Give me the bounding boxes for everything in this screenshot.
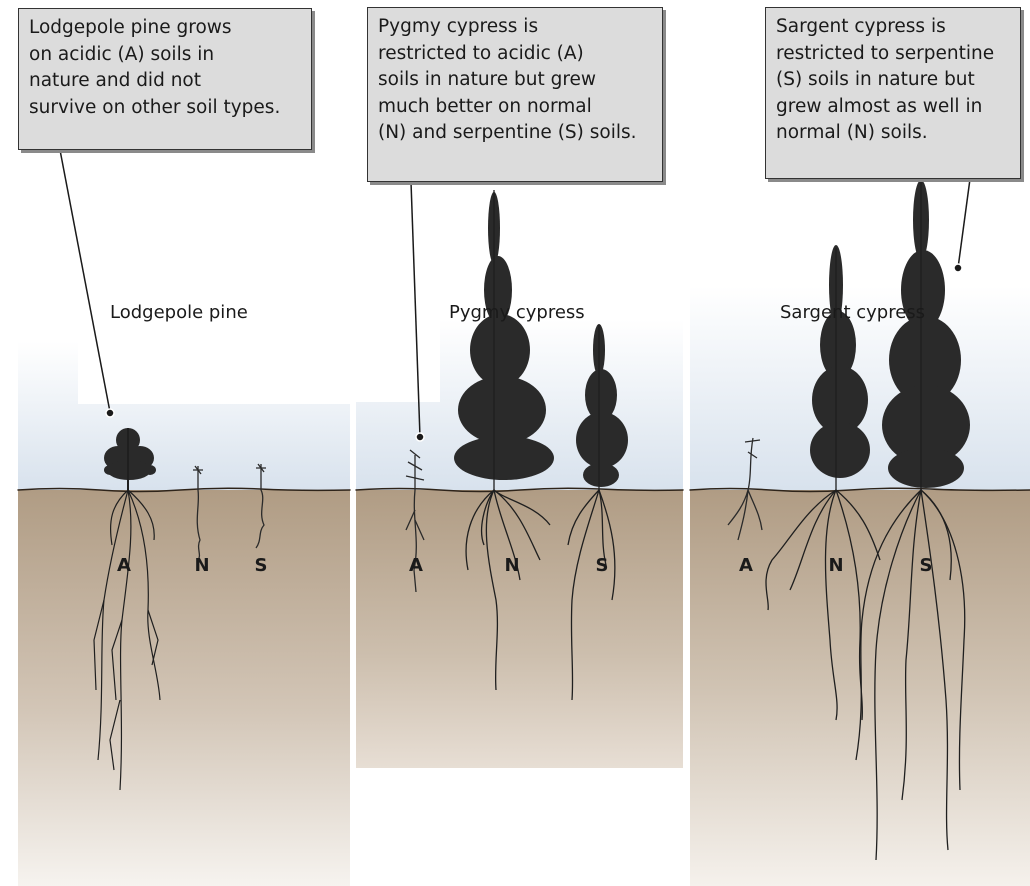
soil-label-serpentine: S [255, 555, 268, 576]
soil-label-normal: N [504, 555, 519, 576]
soil-label-normal: N [828, 555, 843, 576]
species-label-pygmy: Pygmy cypress [449, 302, 585, 323]
lodgepole-n-seedling [193, 466, 203, 560]
soil-label-serpentine: S [920, 555, 933, 576]
pygmy-callout: Pygmy cypress is restricted to acidic (A… [367, 7, 663, 182]
soil-surface-line [690, 488, 1030, 491]
sargent-callout: Sargent cypress is restricted to serpent… [765, 7, 1021, 179]
pygmy-s-tree [568, 324, 628, 700]
soil-label-acidic: A [409, 555, 423, 576]
soil-surface-line [18, 488, 350, 491]
pygmy-n-tree [454, 190, 554, 690]
soil-label-acidic: A [117, 555, 131, 576]
species-label-lodgepole: Lodgepole pine [110, 302, 248, 323]
leader-line [411, 182, 420, 437]
soil-label-serpentine: S [596, 555, 609, 576]
soil-label-normal: N [194, 555, 209, 576]
sargent-s-tree [856, 180, 970, 860]
lodgepole-a-plant [94, 428, 160, 790]
soil-surface-line [356, 488, 683, 491]
leader-line [60, 150, 110, 412]
lodgepole-callout: Lodgepole pine grows on acidic (A) soils… [18, 8, 312, 150]
lodgepole-s-seedling [256, 464, 266, 548]
leader-line [958, 179, 970, 268]
species-label-sargent: Sargent cypress [780, 302, 925, 323]
soil-label-acidic: A [739, 555, 753, 576]
